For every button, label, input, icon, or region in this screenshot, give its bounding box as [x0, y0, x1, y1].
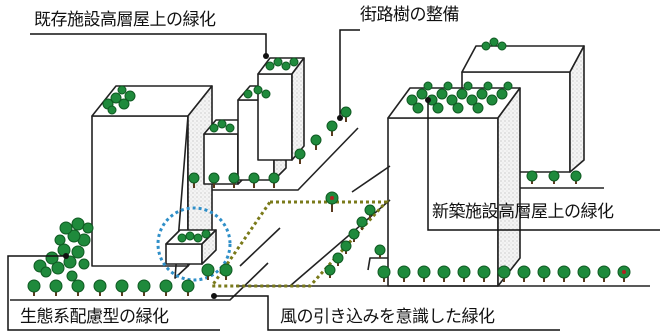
wind-corridor-trees	[324, 191, 386, 278]
leader-dots	[63, 53, 431, 299]
label-new-rooftop-greening: 新築施設高層屋上の緑化	[432, 202, 614, 222]
left-ground-trees	[27, 263, 233, 296]
label-wind-corridor-greening: 風の引き込みを意識した緑化	[280, 307, 495, 327]
new-tall-building	[367, 45, 585, 287]
right-ground-trees	[377, 170, 631, 282]
left-ground	[10, 127, 359, 301]
label-ecosystem-greening: 生態系配慮型の緑化	[20, 307, 169, 327]
label-existing-rooftop-greening: 既存施設高層屋上の緑化	[34, 10, 216, 30]
existing-rooftop-greenery-mid	[177, 57, 299, 243]
mid-ground-trees	[188, 106, 352, 188]
ecosystem-highlight-circle	[156, 206, 232, 282]
wind-corridor-path	[209, 200, 390, 288]
existing-rooftop-greenery-tall	[102, 85, 136, 115]
label-street-trees: 街路樹の整備	[360, 5, 460, 25]
new-rooftop-greenery	[406, 37, 513, 114]
leader-lines	[7, 29, 660, 331]
ecosystem-tree-cluster	[33, 217, 94, 282]
